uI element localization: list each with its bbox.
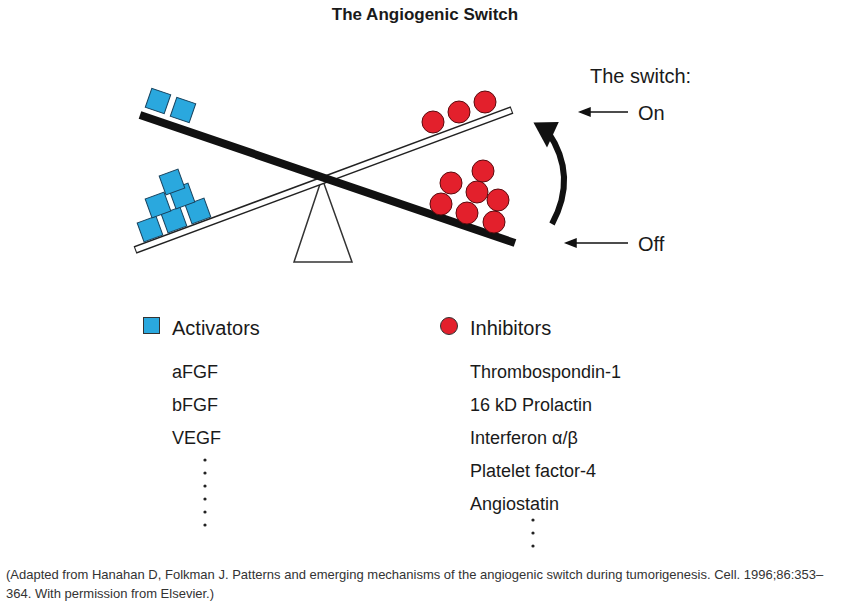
legend-label: Inhibitors [470,318,551,338]
curved-arrow [548,132,564,224]
activator-square [145,192,171,218]
inhibitor-name: Angiostatin [470,495,559,513]
switch-state: On [638,103,665,123]
activator-square [145,88,170,113]
inhibitor-circles [422,91,509,233]
off-pointer-head [566,239,576,247]
inhibitor-name: Interferon α/β [470,429,578,447]
inhibitor-name: Thrombospondin-1 [470,363,621,381]
inhibitor-circle [422,111,444,133]
ellipsis-dot [203,510,206,513]
activator-square [170,97,195,122]
on-pointer [588,111,628,113]
arrowhead [533,118,562,149]
on-pointer-head [580,108,590,116]
caption: (Adapted from Hanahan D, Folkman J. Patt… [6,566,842,604]
ellipsis-dot [531,518,534,521]
legend-swatch [143,317,160,334]
switch-heading: The switch: [590,66,691,86]
activator-name: VEGF [172,429,221,447]
inhibitor-circle [440,172,462,194]
legend-swatch [440,317,458,335]
inhibitor-circle [472,160,494,182]
ellipsis-dot [203,484,206,487]
inhibitor-name: Platelet factor-4 [470,462,596,480]
ellipsis-dot [203,497,206,500]
switch-arrow [533,118,564,224]
ellipsis-dot [531,531,534,534]
inhibitor-circle [430,193,452,215]
activator-square [137,216,163,242]
activator-square [159,169,185,195]
inhibitor-circle [474,91,496,113]
legend-label: Activators [172,318,260,338]
off-pointer [574,242,628,244]
inhibitor-circle [466,181,488,203]
activator-name: aFGF [172,363,218,381]
black-beam [140,115,515,243]
inhibitor-circle [448,101,470,123]
inhibitor-circle [456,202,478,224]
ellipsis-dot [203,458,206,461]
title: The Angiogenic Switch [332,6,518,23]
ellipsis-dot [531,544,534,547]
activator-squares [137,88,211,242]
activator-name: bFGF [172,396,218,414]
ellipsis-dot [203,471,206,474]
switch-state: Off [638,234,664,254]
inhibitor-circle [487,189,509,211]
inhibitor-circle [483,211,505,233]
ellipsis-dot [203,523,206,526]
inhibitor-name: 16 kD Prolactin [470,396,592,414]
pointer-arrows [566,108,628,247]
